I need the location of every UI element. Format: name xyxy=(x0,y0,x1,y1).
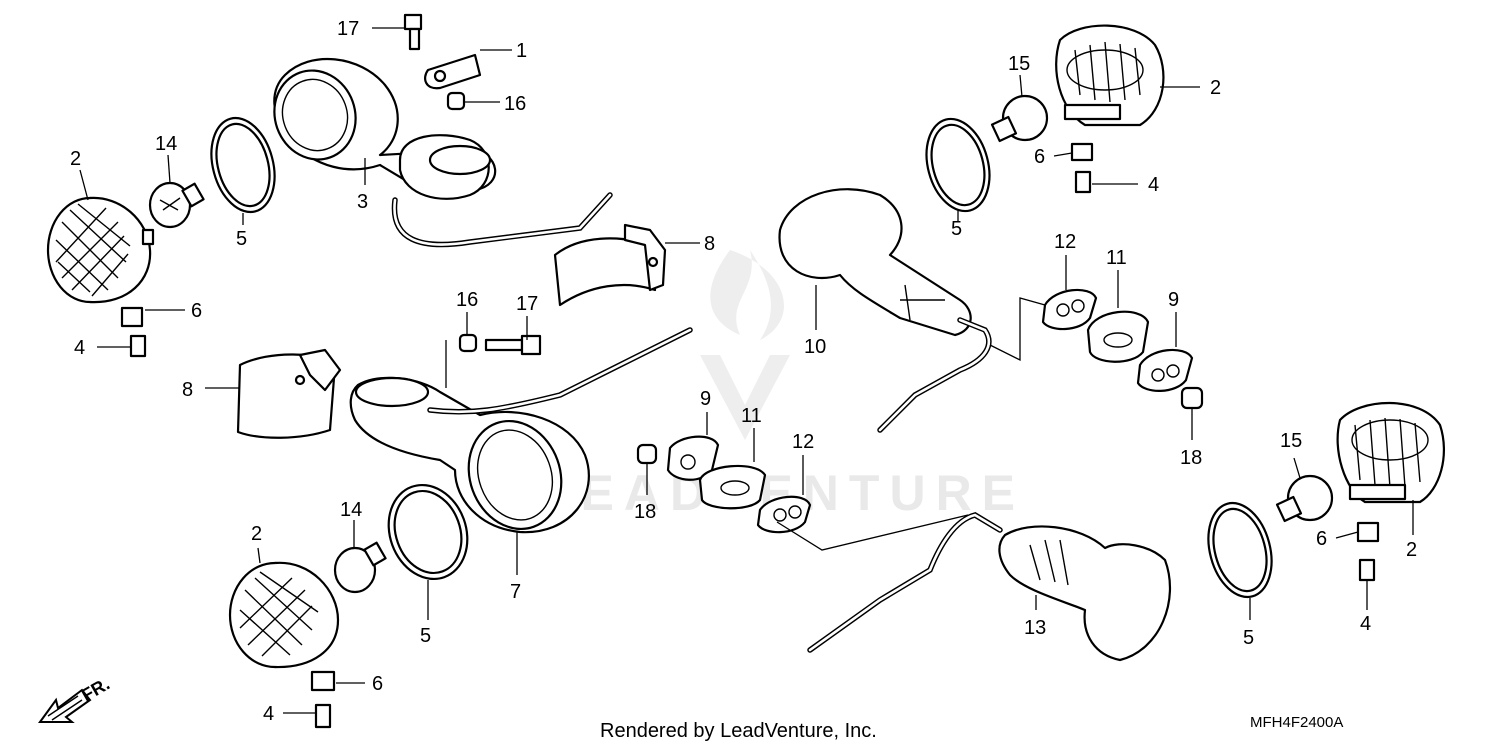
part-16-nut-upper[interactable] xyxy=(446,91,466,111)
part-4-screw-upper-right[interactable] xyxy=(1074,170,1092,194)
callout-4-upper-right: 4 xyxy=(1148,174,1159,196)
callout-5-center: 5 xyxy=(420,625,431,647)
callout-2-lower-left: 2 xyxy=(251,523,262,545)
callout-9: 9 xyxy=(700,388,711,410)
arrow-icon xyxy=(38,688,92,723)
part-17-bolt-lower[interactable] xyxy=(484,334,542,356)
part-2-lens-lower-right[interactable] xyxy=(1336,401,1445,504)
watermark: LEADVENTURE xyxy=(540,250,1015,521)
callout-1: 1 xyxy=(516,40,527,62)
callout-8: 8 xyxy=(704,233,715,255)
part-10-housing-front[interactable] xyxy=(778,188,972,337)
callout-12: 12 xyxy=(792,431,814,453)
callout-16: 16 xyxy=(504,93,526,115)
callout-16-lower: 16 xyxy=(456,289,478,311)
part-14-bulb-upper-left[interactable] xyxy=(148,181,205,229)
callout-8-lower: 8 xyxy=(182,379,193,401)
callout-6-lower-right: 6 xyxy=(1316,528,1327,550)
part-5-gasket-center[interactable] xyxy=(376,474,480,590)
callout-7: 7 xyxy=(510,581,521,603)
callout-11-right: 11 xyxy=(1106,247,1127,269)
part-4-screw-lower-right[interactable] xyxy=(1358,558,1376,582)
part-7-housing-center[interactable] xyxy=(349,376,590,542)
part-18-nut-center[interactable] xyxy=(636,443,658,465)
part-12-plate-center[interactable] xyxy=(756,495,812,534)
wire-harness-front xyxy=(877,317,992,433)
part-6-nut-lower-right[interactable] xyxy=(1356,521,1380,543)
part-18-nut-right[interactable] xyxy=(1180,386,1204,410)
callout-5-rear: 5 xyxy=(1243,627,1254,649)
callout-12-right: 12 xyxy=(1054,231,1076,253)
callout-2-lower-right: 2 xyxy=(1406,539,1417,561)
callout-labels: 17 1 16 2 14 5 3 6 4 8 8 16 17 7 5 14 2 … xyxy=(70,18,1417,725)
part-5-gasket-rear[interactable] xyxy=(1199,496,1282,604)
part-6-nut-lower-left[interactable] xyxy=(310,670,336,692)
part-15-bulb-upper-right[interactable] xyxy=(990,94,1049,143)
part-2-lens-upper-left[interactable] xyxy=(46,196,155,304)
part-5-gasket-upper-left[interactable] xyxy=(202,111,285,219)
callout-18: 18 xyxy=(634,501,656,523)
part-13-housing-rear[interactable] xyxy=(998,525,1172,662)
part-6-nut-upper-left[interactable] xyxy=(120,306,144,328)
callout-9-right: 9 xyxy=(1168,289,1179,311)
part-1-clamp[interactable] xyxy=(424,53,482,90)
callout-4-lower-left: 4 xyxy=(263,703,274,725)
wire-harness-rear xyxy=(807,512,1003,653)
callout-2: 2 xyxy=(70,148,81,170)
callout-5-front: 5 xyxy=(951,218,962,240)
callout-14-lower: 14 xyxy=(340,499,362,521)
callout-2-upper-right: 2 xyxy=(1210,77,1221,99)
callout-4: 4 xyxy=(74,337,85,359)
part-11-grommet-center[interactable] xyxy=(698,464,767,510)
callout-6: 6 xyxy=(191,300,202,322)
callout-10: 10 xyxy=(804,336,826,358)
callout-13: 13 xyxy=(1024,617,1046,639)
callout-11: 11 xyxy=(741,405,762,427)
part-14-bulb-lower-left[interactable] xyxy=(333,541,387,594)
wire-harness-upper-left xyxy=(391,192,613,248)
callout-18-right: 18 xyxy=(1180,447,1202,469)
part-3-housing-upper-left[interactable] xyxy=(262,57,497,200)
part-11-grommet-right[interactable] xyxy=(1086,310,1150,363)
callout-3: 3 xyxy=(357,191,368,213)
part-4-screw-upper-left[interactable] xyxy=(129,334,147,358)
callout-17-lower: 17 xyxy=(516,293,538,315)
part-8-cover-lower[interactable] xyxy=(236,348,342,439)
front-direction-indicator: FR. xyxy=(38,674,113,723)
callout-15: 15 xyxy=(1008,53,1030,75)
part-12-plate-right[interactable] xyxy=(1041,288,1098,331)
callout-17: 17 xyxy=(337,18,359,40)
part-2-lens-upper-right[interactable] xyxy=(1055,24,1165,127)
part-4-screw-lower-left[interactable] xyxy=(314,703,332,729)
callout-4-lower-right: 4 xyxy=(1360,613,1371,635)
callout-5: 5 xyxy=(236,228,247,250)
part-8-cover-upper[interactable] xyxy=(553,223,667,307)
callout-6-lower-left: 6 xyxy=(372,673,383,695)
wire-harness-center-left xyxy=(427,327,693,415)
diagram-code: MFH4F2400A xyxy=(1250,714,1343,731)
part-5-gasket-front[interactable] xyxy=(917,112,999,218)
part-15-bulb-lower-right[interactable] xyxy=(1275,474,1334,523)
footer-credit: Rendered by LeadVenture, Inc. xyxy=(600,720,877,742)
part-6-nut-upper-right[interactable] xyxy=(1070,142,1094,162)
callout-15-lower: 15 xyxy=(1280,430,1302,452)
leader-lines xyxy=(79,27,1414,714)
callout-6-upper-right: 6 xyxy=(1034,146,1045,168)
part-2-lens-lower-left[interactable] xyxy=(228,561,340,669)
callout-14: 14 xyxy=(155,133,177,155)
part-17-bolt-upper[interactable] xyxy=(403,13,423,51)
part-9-spacer-right[interactable] xyxy=(1136,348,1194,392)
part-16-nut-lower[interactable] xyxy=(458,333,478,353)
